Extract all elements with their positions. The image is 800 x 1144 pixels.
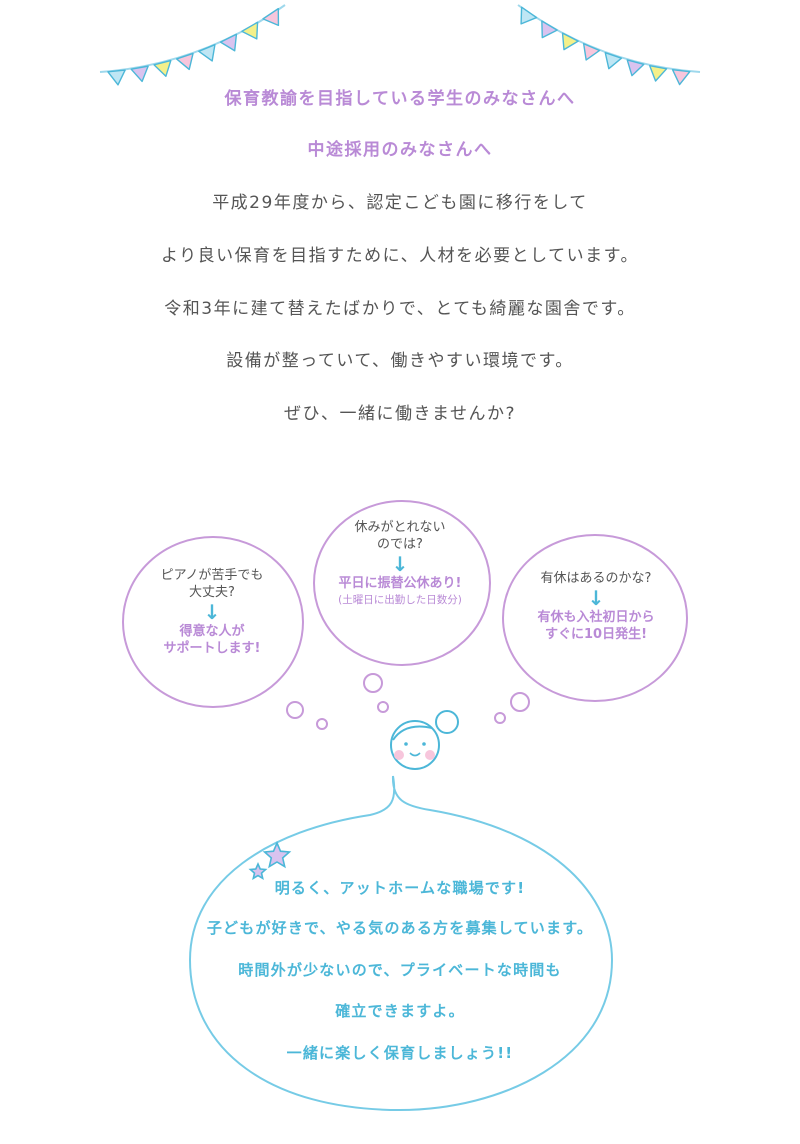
arrow-down-icon: ↓ [203, 600, 221, 624]
bunting-flag [604, 51, 623, 70]
bubble-center-question-2: のでは? [377, 537, 423, 552]
bubble-left-question-2: 大丈夫? [189, 585, 235, 600]
intro-line-5: ぜひ、一緒に働きませんか? [283, 404, 516, 424]
bubble-left-answer-1: 得意な人が [179, 624, 245, 639]
bunting-flag [648, 64, 668, 82]
bubble-left-question-1: ピアノが苦手でも [160, 568, 264, 583]
bunting-flag [130, 65, 149, 83]
message-line-1: 明るく、アットホームな職場です! [274, 879, 526, 897]
bubble-dot [494, 712, 506, 724]
message-line-2: 子どもが好きで、やる気のある方を募集しています。 [206, 919, 594, 937]
bunting-flags-right [520, 6, 691, 86]
bunting-flag [520, 6, 538, 25]
intro-line-2: より良い保育を目指すために、人材を必要としています。 [161, 246, 639, 266]
bubble-left-answer-2: サポートします! [163, 641, 261, 656]
bubble-center-content: 休みがとれない のでは? ↓ 平日に振替公休あり! (土曜日に出勤した日数分) [338, 519, 462, 609]
bubble-left-content: ピアノが苦手でも 大丈夫? ↓ 得意な人が サポートします! [161, 567, 264, 657]
bunting-flag [198, 43, 216, 62]
thought-bubble-center [313, 500, 491, 666]
bubble-center-note: (土曜日に出勤した日数分) [338, 594, 462, 606]
bunting-flag [219, 33, 238, 52]
bubble-dot [286, 701, 304, 719]
bunting-flag [153, 59, 172, 77]
intro-line-1: 平成29年度から、認定こども園に移行をして [212, 193, 588, 213]
star-icon [248, 862, 268, 881]
bubble-dot [510, 692, 530, 712]
heading-students: 保育教諭を目指している学生のみなさんへ [224, 89, 576, 109]
bunting-flags-left [107, 7, 280, 86]
bunting-flag [671, 69, 691, 86]
bubble-dot [377, 701, 389, 713]
bubble-right-answer-2: すぐに10日発生! [544, 627, 648, 642]
bunting-flag [561, 32, 579, 51]
bunting-flag [541, 20, 558, 39]
bubble-right-question: 有休はあるのかな? [540, 571, 652, 586]
message-line-5: 一緒に楽しく保育しましょう!! [286, 1044, 514, 1062]
arrow-down-icon: ↓ [391, 552, 409, 576]
heading-midcareer: 中途採用のみなさんへ [307, 140, 493, 160]
thought-bubble-left [122, 536, 304, 708]
bunting-flag [582, 43, 601, 61]
message-line-4: 確立できますよ。 [335, 1002, 465, 1020]
bunting-flag [241, 21, 259, 40]
speech-balloon [188, 775, 614, 1112]
intro-line-4: 設備が整っていて、働きやすい環境です。 [226, 351, 574, 371]
arrow-down-icon: ↓ [587, 586, 605, 610]
bubble-center-question-1: 休みがとれない [354, 520, 446, 535]
message-line-3: 時間外が少ないので、プライベートな時間も [238, 961, 562, 979]
bubble-center-answer: 平日に振替公休あり! [338, 576, 462, 591]
star-icon [262, 840, 292, 869]
bunting-flag [262, 7, 280, 27]
bunting-flag [175, 52, 194, 71]
thought-bubble-right [502, 534, 688, 702]
bunting-flag [107, 69, 126, 86]
bubble-dot [363, 673, 383, 693]
bubble-right-content: 有休はあるのかな? ↓ 有休も入社初日から すぐに10日発生! [537, 570, 654, 643]
bunting-garland [99, 4, 701, 86]
bubble-right-answer-1: 有休も入社初日から [537, 610, 655, 625]
character-face-icon [390, 710, 459, 770]
intro-line-3: 令和3年に建て替えたばかりで、とても綺麗な園舎です。 [164, 299, 636, 319]
bubble-dot [316, 718, 328, 730]
bunting-flag [626, 59, 645, 77]
